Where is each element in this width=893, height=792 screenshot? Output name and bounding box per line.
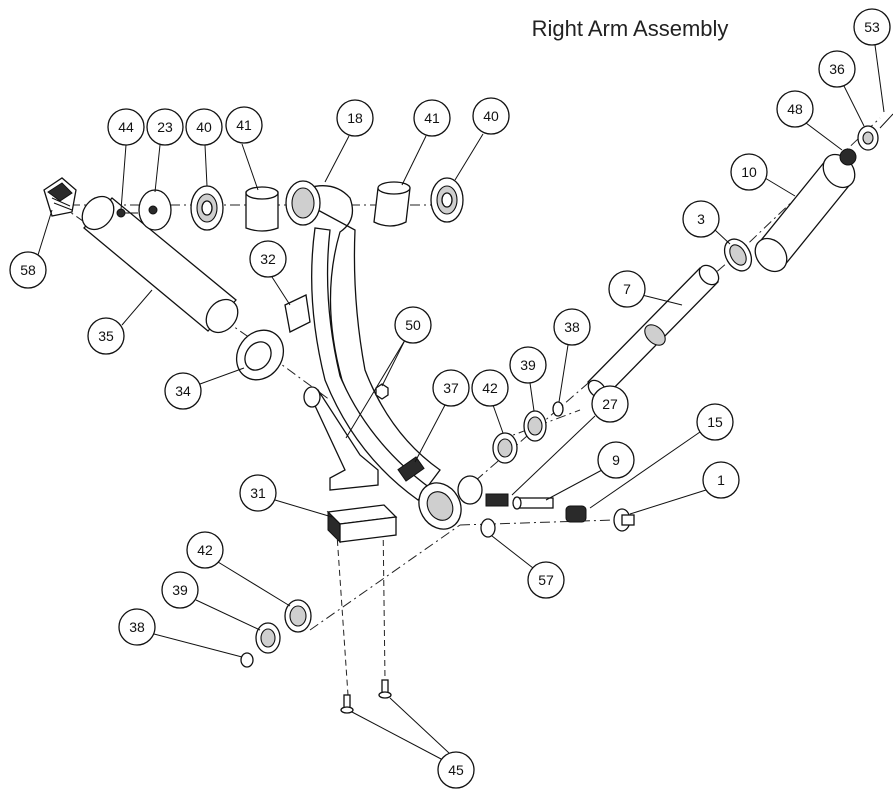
part-31-block: [326, 504, 398, 544]
part-34-bushing: [235, 329, 285, 381]
svg-text:34: 34: [175, 383, 191, 399]
svg-text:45: 45: [448, 762, 464, 778]
callout-1: 1: [629, 461, 740, 515]
callout-42-upper: 42: [471, 369, 509, 434]
part-38-ring-lower: [240, 652, 254, 668]
part-3-seal: [723, 238, 753, 272]
pivot-hub: [418, 475, 483, 530]
part-7-shaft: [587, 264, 720, 399]
svg-text:3: 3: [697, 211, 705, 227]
svg-text:18: 18: [347, 110, 363, 126]
svg-text:27: 27: [602, 396, 618, 412]
callout-38-lower: 38: [118, 608, 243, 658]
svg-text:23: 23: [157, 119, 173, 135]
callout-44: 44: [107, 108, 145, 211]
part-37-spring: [397, 456, 425, 482]
svg-text:39: 39: [172, 582, 188, 598]
callout-35: 35: [87, 289, 153, 355]
part-58-plug: [43, 177, 77, 217]
svg-text:40: 40: [483, 108, 499, 124]
part-9-pin: [512, 496, 554, 510]
callout-50: 50: [345, 306, 432, 439]
svg-text:39: 39: [520, 357, 536, 373]
part-27-spring: [485, 493, 509, 507]
svg-text:42: 42: [197, 542, 213, 558]
svg-text:44: 44: [118, 119, 134, 135]
callout-23: 23: [146, 108, 184, 193]
callout-7: 7: [608, 270, 683, 308]
part-45-screws: [340, 679, 392, 714]
part-38-ring-upper: [552, 401, 564, 417]
callout-41-left: 41: [225, 106, 263, 191]
svg-text:36: 36: [829, 61, 845, 77]
part-39-bearing-lower: [255, 622, 281, 654]
callout-15: 15: [589, 403, 734, 509]
callout-36: 36: [818, 50, 865, 127]
callout-40-right: 40: [454, 97, 510, 181]
svg-text:58: 58: [20, 262, 36, 278]
callout-9: 9: [545, 441, 635, 501]
part-40-bearing-right: [430, 177, 464, 223]
svg-text:41: 41: [236, 117, 252, 133]
callouts: 44 23 40 41 18 41 40 58: [9, 8, 891, 789]
svg-text:57: 57: [538, 572, 554, 588]
callout-48: 48: [776, 90, 843, 151]
svg-text:48: 48: [787, 101, 803, 117]
svg-text:53: 53: [864, 19, 880, 35]
svg-text:40: 40: [196, 119, 212, 135]
svg-text:15: 15: [707, 414, 723, 430]
callout-39-lower: 39: [161, 571, 261, 631]
svg-text:32: 32: [260, 251, 276, 267]
callout-3: 3: [682, 200, 731, 245]
callout-39-upper: 39: [509, 346, 547, 412]
callout-40-left: 40: [185, 108, 223, 187]
callout-10: 10: [730, 153, 796, 197]
part-35-tube: [81, 195, 239, 334]
part-36-end-cap: [857, 125, 879, 151]
callout-34: 34: [164, 367, 245, 410]
part-57-washer: [480, 518, 496, 538]
callout-38-upper: 38: [553, 308, 591, 403]
part-41-sleeve-right: [373, 181, 411, 227]
callout-37: 37: [414, 369, 470, 463]
callout-57: 57: [491, 535, 565, 599]
svg-text:42: 42: [482, 380, 498, 396]
part-23-cap: [138, 189, 172, 231]
diagram-title: Right Arm Assembly: [532, 16, 729, 41]
callout-45: 45: [351, 697, 475, 789]
svg-text:37: 37: [443, 380, 459, 396]
svg-text:38: 38: [564, 319, 580, 335]
callout-42-lower: 42: [186, 531, 291, 607]
callout-32: 32: [249, 240, 291, 306]
svg-text:38: 38: [129, 619, 145, 635]
part-39-bearing-upper: [523, 410, 547, 442]
svg-text:9: 9: [612, 452, 620, 468]
pedestal-mount: [303, 386, 379, 491]
part-42-bushing-upper: [492, 432, 518, 464]
part-48-star-washer: [839, 148, 857, 166]
svg-text:7: 7: [623, 281, 631, 297]
callout-27: 27: [511, 385, 629, 496]
svg-text:1: 1: [717, 472, 725, 488]
part-40-bearing-left: [190, 185, 224, 231]
callout-31: 31: [239, 474, 333, 518]
svg-text:50: 50: [405, 317, 421, 333]
callout-41-right: 41: [401, 99, 451, 186]
part-32-decal: [284, 294, 311, 333]
svg-text:31: 31: [250, 485, 266, 501]
part-53-bolt: [879, 113, 893, 129]
callout-18: 18: [324, 99, 374, 183]
svg-text:10: 10: [741, 164, 757, 180]
part-15-knob: [565, 505, 587, 523]
part-1-cap: [613, 508, 635, 532]
callout-58: 58: [9, 209, 53, 289]
part-41-sleeve-left: [245, 186, 279, 232]
callout-53: 53: [853, 8, 891, 113]
part-42-bushing-lower: [284, 599, 312, 633]
svg-text:35: 35: [98, 328, 114, 344]
svg-text:41: 41: [424, 110, 440, 126]
